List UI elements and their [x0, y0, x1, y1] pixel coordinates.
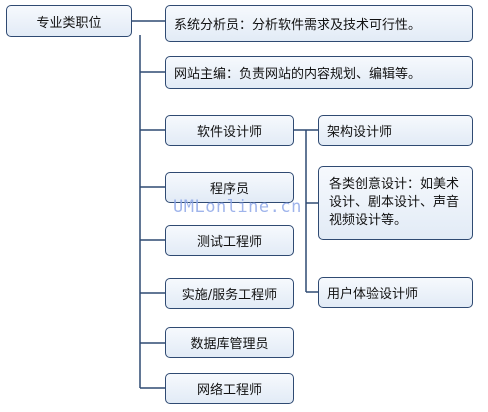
role-programmer: 程序员 — [165, 172, 294, 203]
subrole-ux-designer: 用户体验设计师 — [318, 277, 473, 308]
role-test-engineer-label: 测试工程师 — [196, 235, 262, 250]
role-network-engineer-label: 网络工程师 — [196, 383, 262, 398]
role-test-engineer: 测试工程师 — [165, 225, 294, 256]
role-website-editor: 网站主编：负责网站的内容规划、编辑等。 — [165, 56, 473, 89]
watermark-text: UMLonline.cn — [173, 197, 302, 217]
root-node: 专业类职位 — [6, 5, 132, 37]
subrole-architect-label: 架构设计师 — [327, 125, 393, 140]
role-implementation-engineer: 实施/服务工程师 — [165, 278, 294, 309]
role-implementation-engineer-label: 实施/服务工程师 — [181, 288, 278, 303]
subrole-creative-design: 各类创意设计：如美术设计、剧本设计、声音视频设计等。 — [318, 166, 473, 240]
role-programmer-label: 程序员 — [209, 182, 249, 197]
subrole-architect: 架构设计师 — [318, 115, 473, 146]
role-website-editor-label: 网站主编：负责网站的内容规划、编辑等。 — [174, 67, 422, 82]
subrole-creative-design-label: 各类创意设计：如美术设计、剧本设计、声音视频设计等。 — [329, 177, 460, 228]
role-database-admin: 数据库管理员 — [165, 327, 294, 358]
role-system-analyst-label: 系统分析员：分析软件需求及技术可行性。 — [174, 18, 422, 33]
role-software-designer-label: 软件设计师 — [196, 125, 262, 140]
role-database-admin-label: 数据库管理员 — [190, 337, 269, 352]
root-node-label: 专业类职位 — [36, 15, 102, 31]
role-network-engineer: 网络工程师 — [165, 373, 294, 404]
subrole-ux-designer-label: 用户体验设计师 — [327, 287, 419, 302]
role-software-designer: 软件设计师 — [165, 115, 294, 146]
role-system-analyst: 系统分析员：分析软件需求及技术可行性。 — [165, 5, 473, 42]
